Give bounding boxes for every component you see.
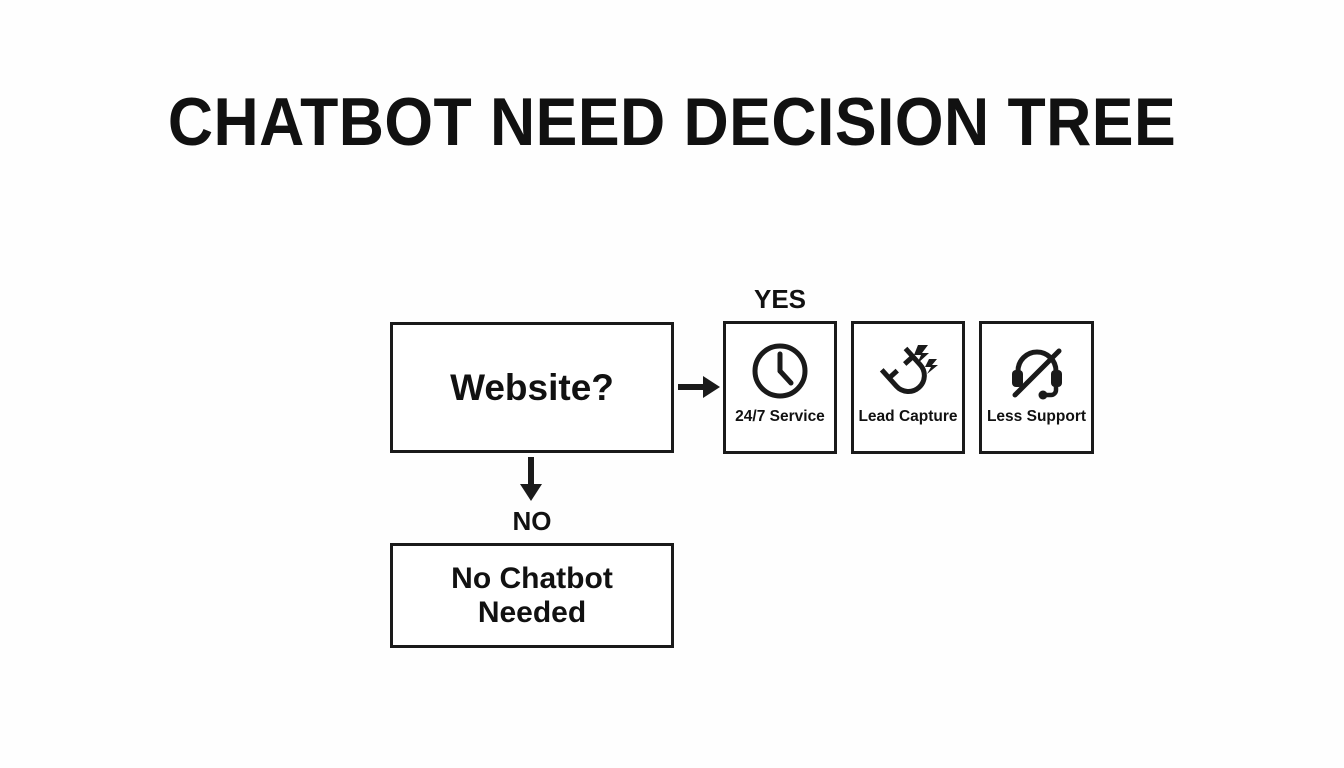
arrow-down-icon bbox=[512, 455, 550, 503]
arrow-right-icon bbox=[676, 368, 722, 406]
outcome-card-less-support[interactable]: Less Support bbox=[979, 321, 1094, 454]
branch-label-yes: YES bbox=[753, 284, 807, 314]
magnet-icon bbox=[877, 340, 939, 402]
headset-muted-icon bbox=[1006, 340, 1068, 402]
decision-box-website[interactable]: Website? bbox=[390, 322, 674, 453]
clock-icon bbox=[749, 340, 811, 402]
outcome-card-lead-capture[interactable]: Lead Capture bbox=[851, 321, 965, 454]
page-title: CHATBOT NEED DECISION TREE bbox=[167, 84, 1177, 160]
decision-box-website-label: Website? bbox=[450, 366, 614, 408]
outcome-card-label: Less Support bbox=[986, 408, 1087, 425]
outcome-card-label: Lead Capture bbox=[858, 408, 958, 425]
branch-label-no: NO bbox=[512, 506, 552, 536]
outcome-box-no-chatbot-needed-label: No Chatbot Needed bbox=[451, 561, 613, 629]
outcome-card-24-7-service[interactable]: 24/7 Service bbox=[723, 321, 837, 454]
outcome-box-no-chatbot-needed[interactable]: No Chatbot Needed bbox=[390, 543, 674, 648]
outcome-card-label: 24/7 Service bbox=[735, 408, 825, 425]
